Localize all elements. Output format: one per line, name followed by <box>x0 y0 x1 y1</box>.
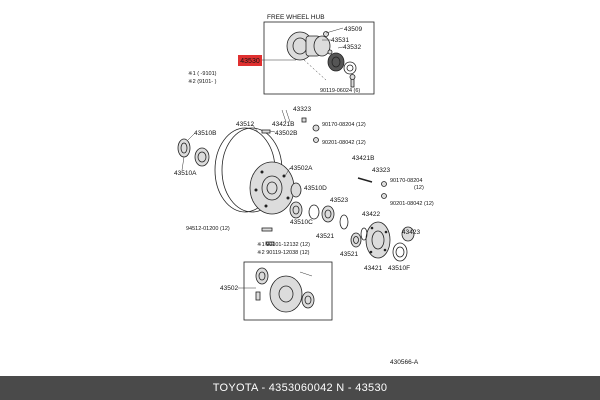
label-43502: 43502 <box>220 285 238 292</box>
flange-hub <box>360 221 391 259</box>
label-43502a: 43502A <box>290 165 313 172</box>
free-wheel-hub-assembly <box>286 31 357 88</box>
label-43502b: 43502B <box>275 130 297 137</box>
label-43510d: 43510D <box>304 185 327 192</box>
label-90201-08042-top: 90201-08042 (12) <box>322 140 366 146</box>
free-wheel-hub-title: FREE WHEEL HUB <box>267 14 325 21</box>
label-43421b-right: 43421B <box>352 155 374 162</box>
highlighted-part-number[interactable]: 43530 <box>240 58 260 65</box>
label-43510f: 43510F <box>388 265 410 272</box>
label-43323-right: 43323 <box>372 167 390 174</box>
free-wheel-hub-box <box>263 21 375 95</box>
label-43323-top: 43323 <box>293 106 311 113</box>
footer-text: TOYOTA - 4353060042 N - 43530 <box>212 382 388 394</box>
label-43512: 43512 <box>236 121 254 128</box>
lower-hub-assembly <box>255 267 315 313</box>
label-43510c: 43510C <box>290 219 313 226</box>
label-43523: 43523 <box>330 197 348 204</box>
label-90170-08204-right: 90170-08204 <box>390 178 422 184</box>
highlighted-part-box[interactable] <box>238 55 262 66</box>
label-90201-08042-right: 90201-08042 (12) <box>390 201 434 207</box>
bearing-nuts <box>308 204 362 248</box>
label-90119-06024: 90119-06024 (6) <box>320 88 360 94</box>
label-90101-12132: ※1 90101-12132 (12) <box>257 241 310 248</box>
label-43422: 43422 <box>362 211 380 218</box>
label-43531: 43531 <box>331 37 349 44</box>
brake-disc-assembly <box>214 127 295 215</box>
left-seals <box>177 138 210 167</box>
note-2: ※2 (9101- ) <box>188 78 217 85</box>
label-43421: 43421 <box>364 265 382 272</box>
note-1: ※1 ( -9101) <box>188 70 217 77</box>
label-43510b: 43510B <box>194 130 216 137</box>
label-43510a: 43510A <box>174 170 197 177</box>
label-43521-a: 43521 <box>316 233 334 240</box>
label-43532: 43532 <box>343 44 361 51</box>
label-94512-01200: 94512-01200 (12) <box>186 226 230 232</box>
label-43509: 43509 <box>344 26 362 33</box>
label-43423: 43423 <box>402 229 420 236</box>
part-info-footer: TOYOTA - 4353060042 N - 43530 <box>0 376 600 400</box>
label-90170-08204-right-qty: (12) <box>414 185 424 191</box>
diagram-code: 430566-A <box>390 359 419 366</box>
label-90170-08204-top: 90170-08204 (12) <box>322 122 366 128</box>
parts-diagram: FREE WHEEL HUB 43530 43509 43531 43532 9… <box>174 14 434 366</box>
label-43421b-top: 43421B <box>272 121 294 128</box>
label-90119-12038: ※2 90119-12038 (12) <box>257 249 310 256</box>
label-43521-b: 43521 <box>340 251 358 258</box>
lower-assembly-box <box>243 261 333 321</box>
